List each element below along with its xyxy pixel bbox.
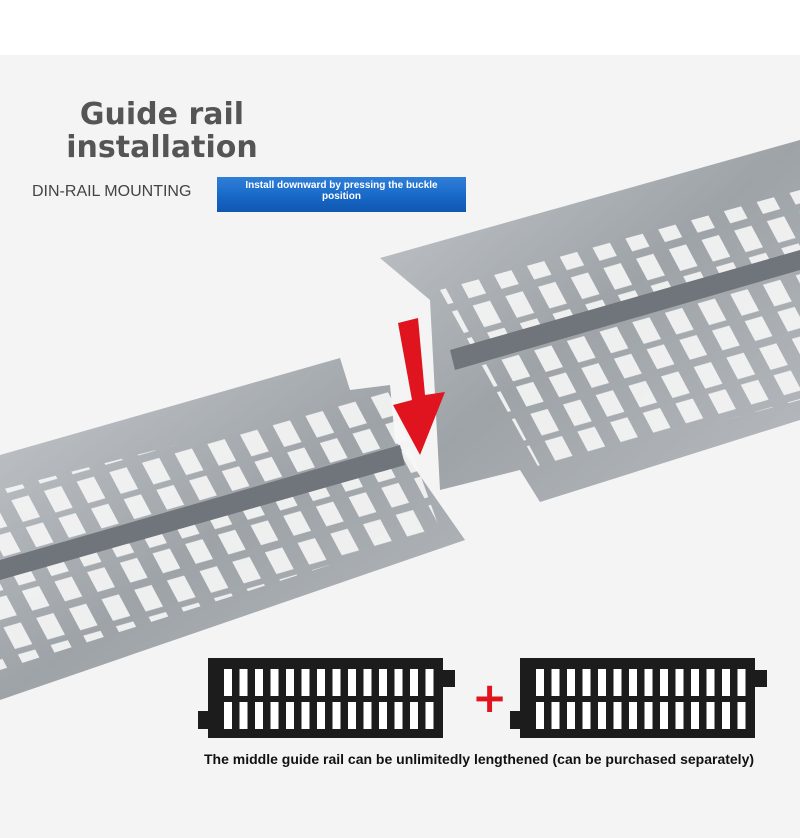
- rail-slot: [332, 702, 341, 729]
- title-line-2: installation: [66, 130, 258, 165]
- rail-slot: [224, 669, 232, 696]
- rail-slot: [239, 669, 248, 696]
- rail-slot: [551, 669, 560, 696]
- badge-line-1: Install downward by pressing the buckle: [245, 180, 438, 191]
- rail-slot: [675, 669, 684, 696]
- rail-slot: [363, 669, 372, 696]
- rail-slot: [394, 669, 403, 696]
- title-line-1: Guide rail: [79, 97, 245, 132]
- black-rail-left: [198, 658, 455, 738]
- right-metal-rail: [380, 140, 800, 502]
- rail-slot: [582, 669, 591, 696]
- rail-slot: [722, 702, 730, 729]
- left-metal-rail: [0, 358, 465, 700]
- rail-slot: [644, 669, 653, 696]
- rail-slot: [410, 669, 418, 696]
- rail-slot: [737, 702, 746, 729]
- rail-tab: [198, 711, 210, 729]
- rail-slot: [348, 702, 356, 729]
- rail-slot: [536, 702, 544, 729]
- rail-slot: [675, 702, 684, 729]
- rail-slot: [660, 702, 668, 729]
- rail-slot: [536, 669, 544, 696]
- rail-slot: [567, 669, 575, 696]
- black-rail-right: [510, 658, 767, 738]
- badge-line-2: position: [322, 191, 361, 202]
- rail-slot: [737, 669, 746, 696]
- down-arrow-icon: [393, 318, 445, 455]
- rail-slot: [629, 669, 637, 696]
- rail-slot: [286, 702, 294, 729]
- rail-slot: [255, 702, 263, 729]
- rail-slot: [598, 669, 606, 696]
- rail-slot: [706, 669, 715, 696]
- rail-slot: [567, 702, 575, 729]
- rail-slot: [317, 669, 325, 696]
- rail-slot: [379, 669, 387, 696]
- rail-slot: [425, 702, 434, 729]
- rail-slot: [379, 702, 387, 729]
- rail-tab: [510, 711, 522, 729]
- instruction-badge: Install downward by pressing the buckle …: [217, 177, 466, 212]
- rail-slot: [270, 702, 279, 729]
- rail-slot: [255, 669, 263, 696]
- rail-slot: [613, 669, 622, 696]
- rail-tab: [755, 670, 767, 687]
- caption: The middle guide rail can be unlimitedly…: [204, 751, 755, 767]
- rail-slot: [224, 702, 232, 729]
- rail-slot: [582, 702, 591, 729]
- rail-slot: [629, 702, 637, 729]
- rail-slot: [332, 669, 341, 696]
- rail-slot: [551, 702, 560, 729]
- rail-slot: [270, 669, 279, 696]
- page-title: Guide rail installation: [62, 98, 262, 164]
- rail-slot: [363, 702, 372, 729]
- rail-slot: [410, 702, 418, 729]
- rail-slot: [394, 702, 403, 729]
- rail-slot: [598, 702, 606, 729]
- rail-slot: [348, 669, 356, 696]
- rail-slot: [722, 669, 730, 696]
- rail-slot: [301, 702, 310, 729]
- rail-slot: [301, 669, 310, 696]
- rail-slot: [286, 669, 294, 696]
- rail-slot: [644, 702, 653, 729]
- din-rail-label: DIN-RAIL MOUNTING: [32, 183, 192, 200]
- rail-slot: [239, 702, 248, 729]
- rail-slot: [691, 702, 699, 729]
- top-band: [0, 0, 800, 55]
- rail-slot: [613, 702, 622, 729]
- rail-slot: [691, 669, 699, 696]
- plus-icon: +: [472, 673, 508, 722]
- rail-slot: [660, 669, 668, 696]
- rail-slot: [425, 669, 434, 696]
- rail-slot: [317, 702, 325, 729]
- rail-slot: [706, 702, 715, 729]
- rail-tab: [443, 670, 455, 687]
